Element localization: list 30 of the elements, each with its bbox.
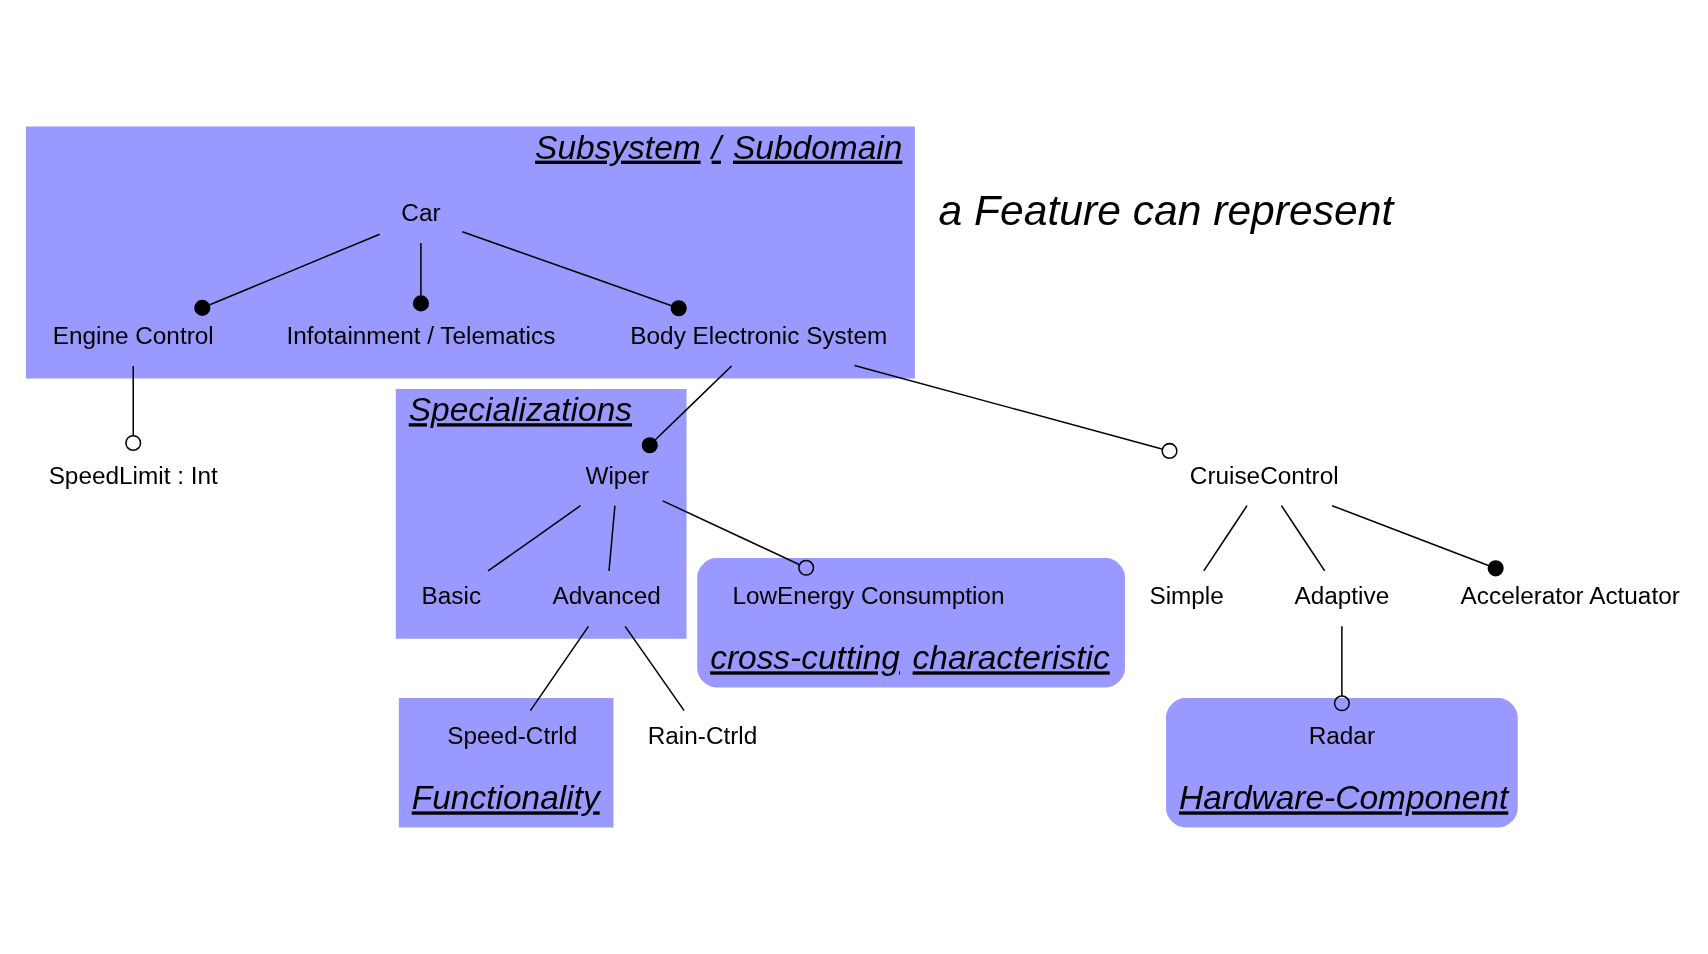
connector	[1331, 504, 1504, 577]
connector	[125, 365, 142, 452]
node-text: Radar	[1308, 722, 1376, 750]
node-text: Basic	[421, 582, 482, 610]
node-text: Wiper	[585, 461, 650, 489]
node-text: Simple	[1149, 582, 1224, 610]
connector	[487, 504, 582, 572]
connector	[662, 500, 815, 576]
connector	[608, 504, 616, 572]
node-text: Adaptive	[1294, 582, 1390, 610]
node-text: Speed-Ctrld	[447, 722, 578, 750]
node-text: SpeedLimit : Int	[48, 461, 218, 489]
node-text: Advanced	[552, 582, 661, 610]
node-text: Car	[401, 199, 441, 227]
connector	[853, 364, 1178, 459]
connector	[194, 233, 381, 316]
connector	[1333, 625, 1350, 712]
connector	[412, 242, 429, 312]
connector	[461, 231, 687, 317]
label: a Feature can represent	[938, 185, 1394, 234]
connector	[1203, 504, 1248, 572]
node-text: Accelerator Actuator	[1460, 582, 1680, 610]
node-text: Infotainment / Telematics	[286, 321, 556, 349]
node-text: CruiseControl	[1189, 461, 1339, 489]
node-text: Engine Control	[52, 321, 214, 349]
node-text: Rain-Ctrld	[647, 722, 758, 750]
connector	[1280, 504, 1326, 572]
node-text: Body Electronic System	[630, 321, 888, 349]
connector	[624, 625, 685, 712]
node-text: LowEnergy Consumption	[732, 582, 1005, 610]
